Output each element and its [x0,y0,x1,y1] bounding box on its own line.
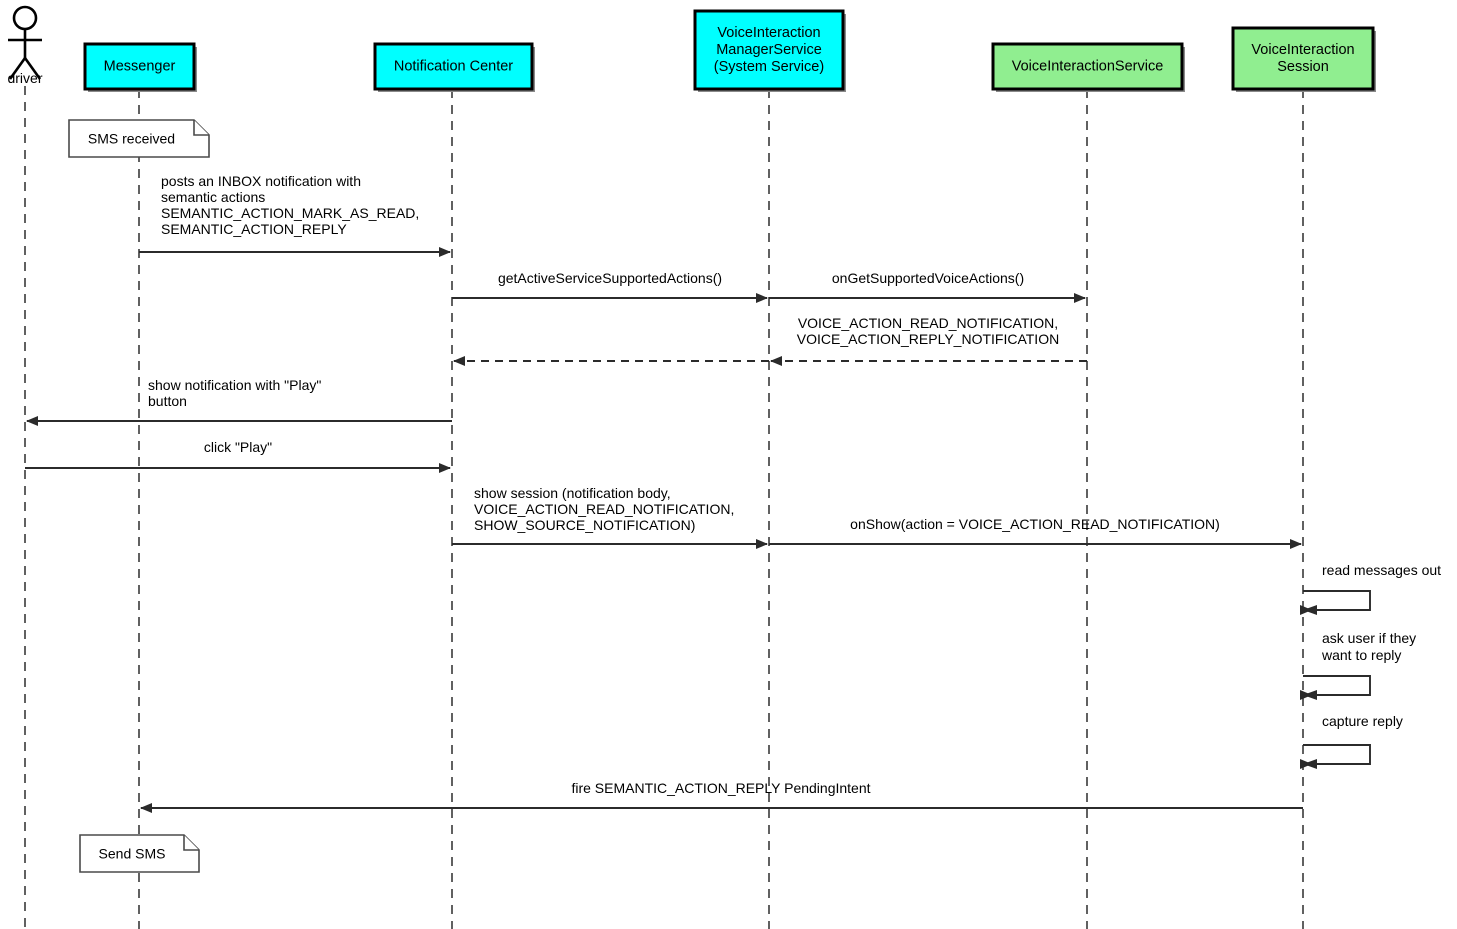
actor-head-icon [12,5,38,31]
participant-label-driver: driver [7,70,42,86]
participant-label-voice-interaction-manager-service: (System Service) [714,59,824,75]
message-label: SEMANTIC_ACTION_REPLY [161,221,347,237]
self-call-self-read-messages-out: read messages out [1300,562,1441,615]
participant-voice-interaction-service[interactable]: VoiceInteractionService [991,42,1185,92]
participant-messenger[interactable]: Messenger [83,42,197,92]
note-body [79,834,200,873]
participant-box-messenger[interactable] [83,42,196,91]
note-body [68,119,210,158]
message-label: button [148,393,187,409]
actor-leg-right-icon [23,57,42,80]
participants-layer: driver Messenger Notification Center VoiceI… [7,5,1376,92]
self-call-arrowhead-icon [1303,690,1317,700]
message-msg-on-show: onShow(action = VOICE_ACTION_READ_NOTIFI… [769,516,1302,549]
message-msg-show-session: show session (notification body,VOICE_AC… [452,485,768,549]
message-msg-on-get-supported-voice-actions: onGetSupportedVoiceActions() [769,270,1086,303]
message-label: VOICE_ACTION_REPLY_NOTIFICATION [797,331,1059,347]
self-call-loop [1300,590,1371,615]
message-label: show notification with "Play" [148,377,321,393]
note-fold-corner-icon [183,835,199,851]
participant-box-notification-center[interactable] [373,42,534,91]
actor-leg-left-icon [8,57,27,80]
participant-box-voice-interaction-session[interactable] [1231,26,1375,91]
message-label: show session (notification body, [474,485,671,501]
note-text: SMS received [88,131,175,147]
participant-label-messenger: Messenger [104,58,176,74]
self-call-label: want to reply [1321,647,1401,663]
self-call-self-capture-reply: capture reply [1300,713,1403,769]
participant-notification-center[interactable]: Notification Center [373,42,535,92]
message-label: getActiveServiceSupportedActions() [498,270,722,286]
self-call-loop [1300,675,1371,700]
participant-label-voice-interaction-session: Session [1277,59,1329,75]
self-call-loop [1300,744,1371,769]
self-call-label: read messages out [1322,562,1441,578]
participant-label-voice-interaction-session: VoiceInteraction [1251,42,1354,58]
self-call-label: capture reply [1322,713,1403,729]
message-label: posts an INBOX notification with [161,173,361,189]
message-label: onGetSupportedVoiceActions() [832,270,1024,286]
message-msg-show-notification-with-play-button: show notification with "Play"button [26,377,452,426]
message-label: fire SEMANTIC_ACTION_REPLY PendingIntent [571,780,870,796]
note-text: Send SMS [99,846,166,862]
participant-label-notification-center: Notification Center [394,58,513,74]
participant-box-voice-interaction-manager-service[interactable] [693,9,845,91]
message-msg-get-active-service-supported-actions: getActiveServiceSupportedActions() [452,270,768,303]
participant-label-voice-interaction-manager-service: VoiceInteraction [717,25,820,41]
note-note-send-sms: Send SMS [79,834,200,873]
message-label: SEMANTIC_ACTION_MARK_AS_READ, [161,205,419,221]
message-msg-fire-semantic-action-reply-pending-intent: fire SEMANTIC_ACTION_REPLY PendingIntent [140,780,1303,813]
message-label: VOICE_ACTION_READ_NOTIFICATION, [474,501,734,517]
message-label: click "Play" [204,439,272,455]
message-label: onShow(action = VOICE_ACTION_READ_NOTIFI… [850,516,1220,532]
message-label: semantic actions [161,189,265,205]
participant-box-voice-interaction-service[interactable] [991,42,1184,91]
participant-label-voice-interaction-service: VoiceInteractionService [1012,58,1164,74]
message-label: VOICE_ACTION_READ_NOTIFICATION, [798,315,1058,331]
participant-label-voice-interaction-manager-service: ManagerService [716,42,822,58]
self-call-arrowhead-icon [1303,605,1317,615]
message-msg-click-play: click "Play" [25,439,451,473]
self-call-label: ask user if they [1322,630,1416,646]
note-note-sms-received: SMS received [68,119,210,158]
message-label: SHOW_SOURCE_NOTIFICATION) [474,517,695,533]
participant-driver[interactable]: driver [7,5,43,86]
message-msg-post-inbox-notification: posts an INBOX notification withsemantic… [139,173,451,257]
note-fold-corner-icon [193,120,209,136]
message-msg-return-voice-actions: VOICE_ACTION_READ_NOTIFICATION,VOICE_ACT… [770,315,1087,366]
lifelines-layer [24,86,1304,929]
messages-layer: posts an INBOX notification withsemantic… [25,173,1303,813]
self-call-arrowhead-icon [1303,759,1317,769]
